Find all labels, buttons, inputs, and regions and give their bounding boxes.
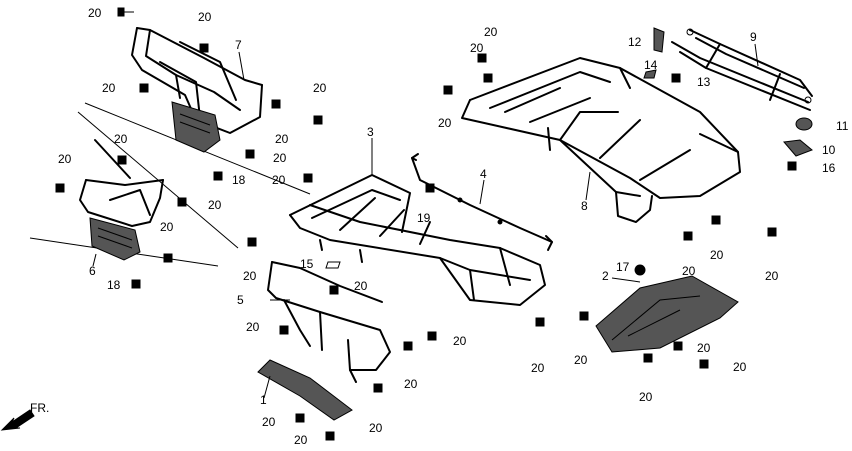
label-part-20: 20 xyxy=(639,390,653,404)
label-part-20: 20 xyxy=(369,421,383,435)
label-part-20: 20 xyxy=(275,132,289,146)
label-part-20: 20 xyxy=(531,361,545,375)
label-part-1: 1 xyxy=(260,393,267,407)
label-part-17: 17 xyxy=(616,260,630,274)
side-rails-9[interactable] xyxy=(671,28,813,111)
label-part-20: 20 xyxy=(313,81,327,95)
label-part-20: 20 xyxy=(246,320,260,334)
label-part-20: 20 xyxy=(682,264,696,278)
label-part-12: 12 xyxy=(628,35,642,49)
label-part-20: 20 xyxy=(272,173,286,187)
label-part-8: 8 xyxy=(581,199,588,213)
front-direction-arrow xyxy=(0,409,35,431)
label-part-5: 5 xyxy=(237,293,244,307)
label-part-20: 20 xyxy=(160,220,174,234)
callout-labels: FR. 20 20 7 20 20 20 20 20 20 18 20 20 6… xyxy=(30,6,849,447)
label-part-6: 6 xyxy=(89,264,96,278)
label-part-9: 9 xyxy=(750,30,757,44)
label-part-20: 20 xyxy=(470,41,484,55)
label-part-20: 20 xyxy=(88,6,102,20)
label-part-20: 20 xyxy=(438,116,452,130)
label-part-18: 18 xyxy=(232,173,246,187)
label-part-18: 18 xyxy=(107,278,121,292)
carrier-frame-8[interactable] xyxy=(461,57,741,223)
front-bumper-5[interactable] xyxy=(267,261,391,383)
front-plate-1[interactable] xyxy=(257,359,353,421)
label-part-20: 20 xyxy=(102,81,116,95)
carrier-bar-4[interactable] xyxy=(411,153,553,251)
leader-lines xyxy=(92,43,759,399)
skid-plate-2[interactable] xyxy=(595,264,739,353)
label-part-14: 14 xyxy=(644,58,658,72)
rubber-mount-11[interactable] xyxy=(795,117,813,131)
label-part-20: 20 xyxy=(243,269,257,283)
front-carrier-upper[interactable] xyxy=(131,27,263,153)
label-part-20: 20 xyxy=(710,248,724,262)
carrier-frame-3[interactable] xyxy=(289,174,546,306)
label-part-4: 4 xyxy=(480,167,487,181)
label-part-20: 20 xyxy=(114,132,128,146)
section-dividers xyxy=(29,102,311,267)
label-part-13: 13 xyxy=(697,75,711,89)
label-part-2: 2 xyxy=(602,269,609,283)
rear-carrier-left[interactable] xyxy=(79,139,164,261)
label-part-20: 20 xyxy=(354,279,368,293)
mount-clip-10[interactable] xyxy=(783,139,813,157)
collar-14[interactable] xyxy=(643,69,657,79)
fr-label: FR. xyxy=(30,401,49,415)
label-part-20: 20 xyxy=(574,353,588,367)
label-part-20: 20 xyxy=(58,152,72,166)
label-part-15: 15 xyxy=(300,257,314,271)
label-part-7: 7 xyxy=(235,38,242,52)
label-part-20: 20 xyxy=(484,25,498,39)
label-part-3: 3 xyxy=(367,125,374,139)
label-part-20: 20 xyxy=(697,341,711,355)
label-part-20: 20 xyxy=(208,198,222,212)
label-part-20: 20 xyxy=(733,360,747,374)
label-part-20: 20 xyxy=(765,269,779,283)
label-part-20: 20 xyxy=(404,377,418,391)
label-part-20: 20 xyxy=(294,433,308,447)
label-part-10: 10 xyxy=(822,143,836,157)
label-part-11: 11 xyxy=(836,119,849,133)
label-part-16: 16 xyxy=(822,161,836,175)
label-part-20: 20 xyxy=(273,151,287,165)
bolts xyxy=(55,7,797,441)
bracket-12[interactable] xyxy=(653,27,665,53)
clip-15[interactable] xyxy=(325,261,341,269)
label-part-19: 19 xyxy=(417,211,431,225)
label-part-20: 20 xyxy=(262,415,276,429)
label-part-20: 20 xyxy=(198,10,212,24)
label-part-20: 20 xyxy=(453,334,467,348)
